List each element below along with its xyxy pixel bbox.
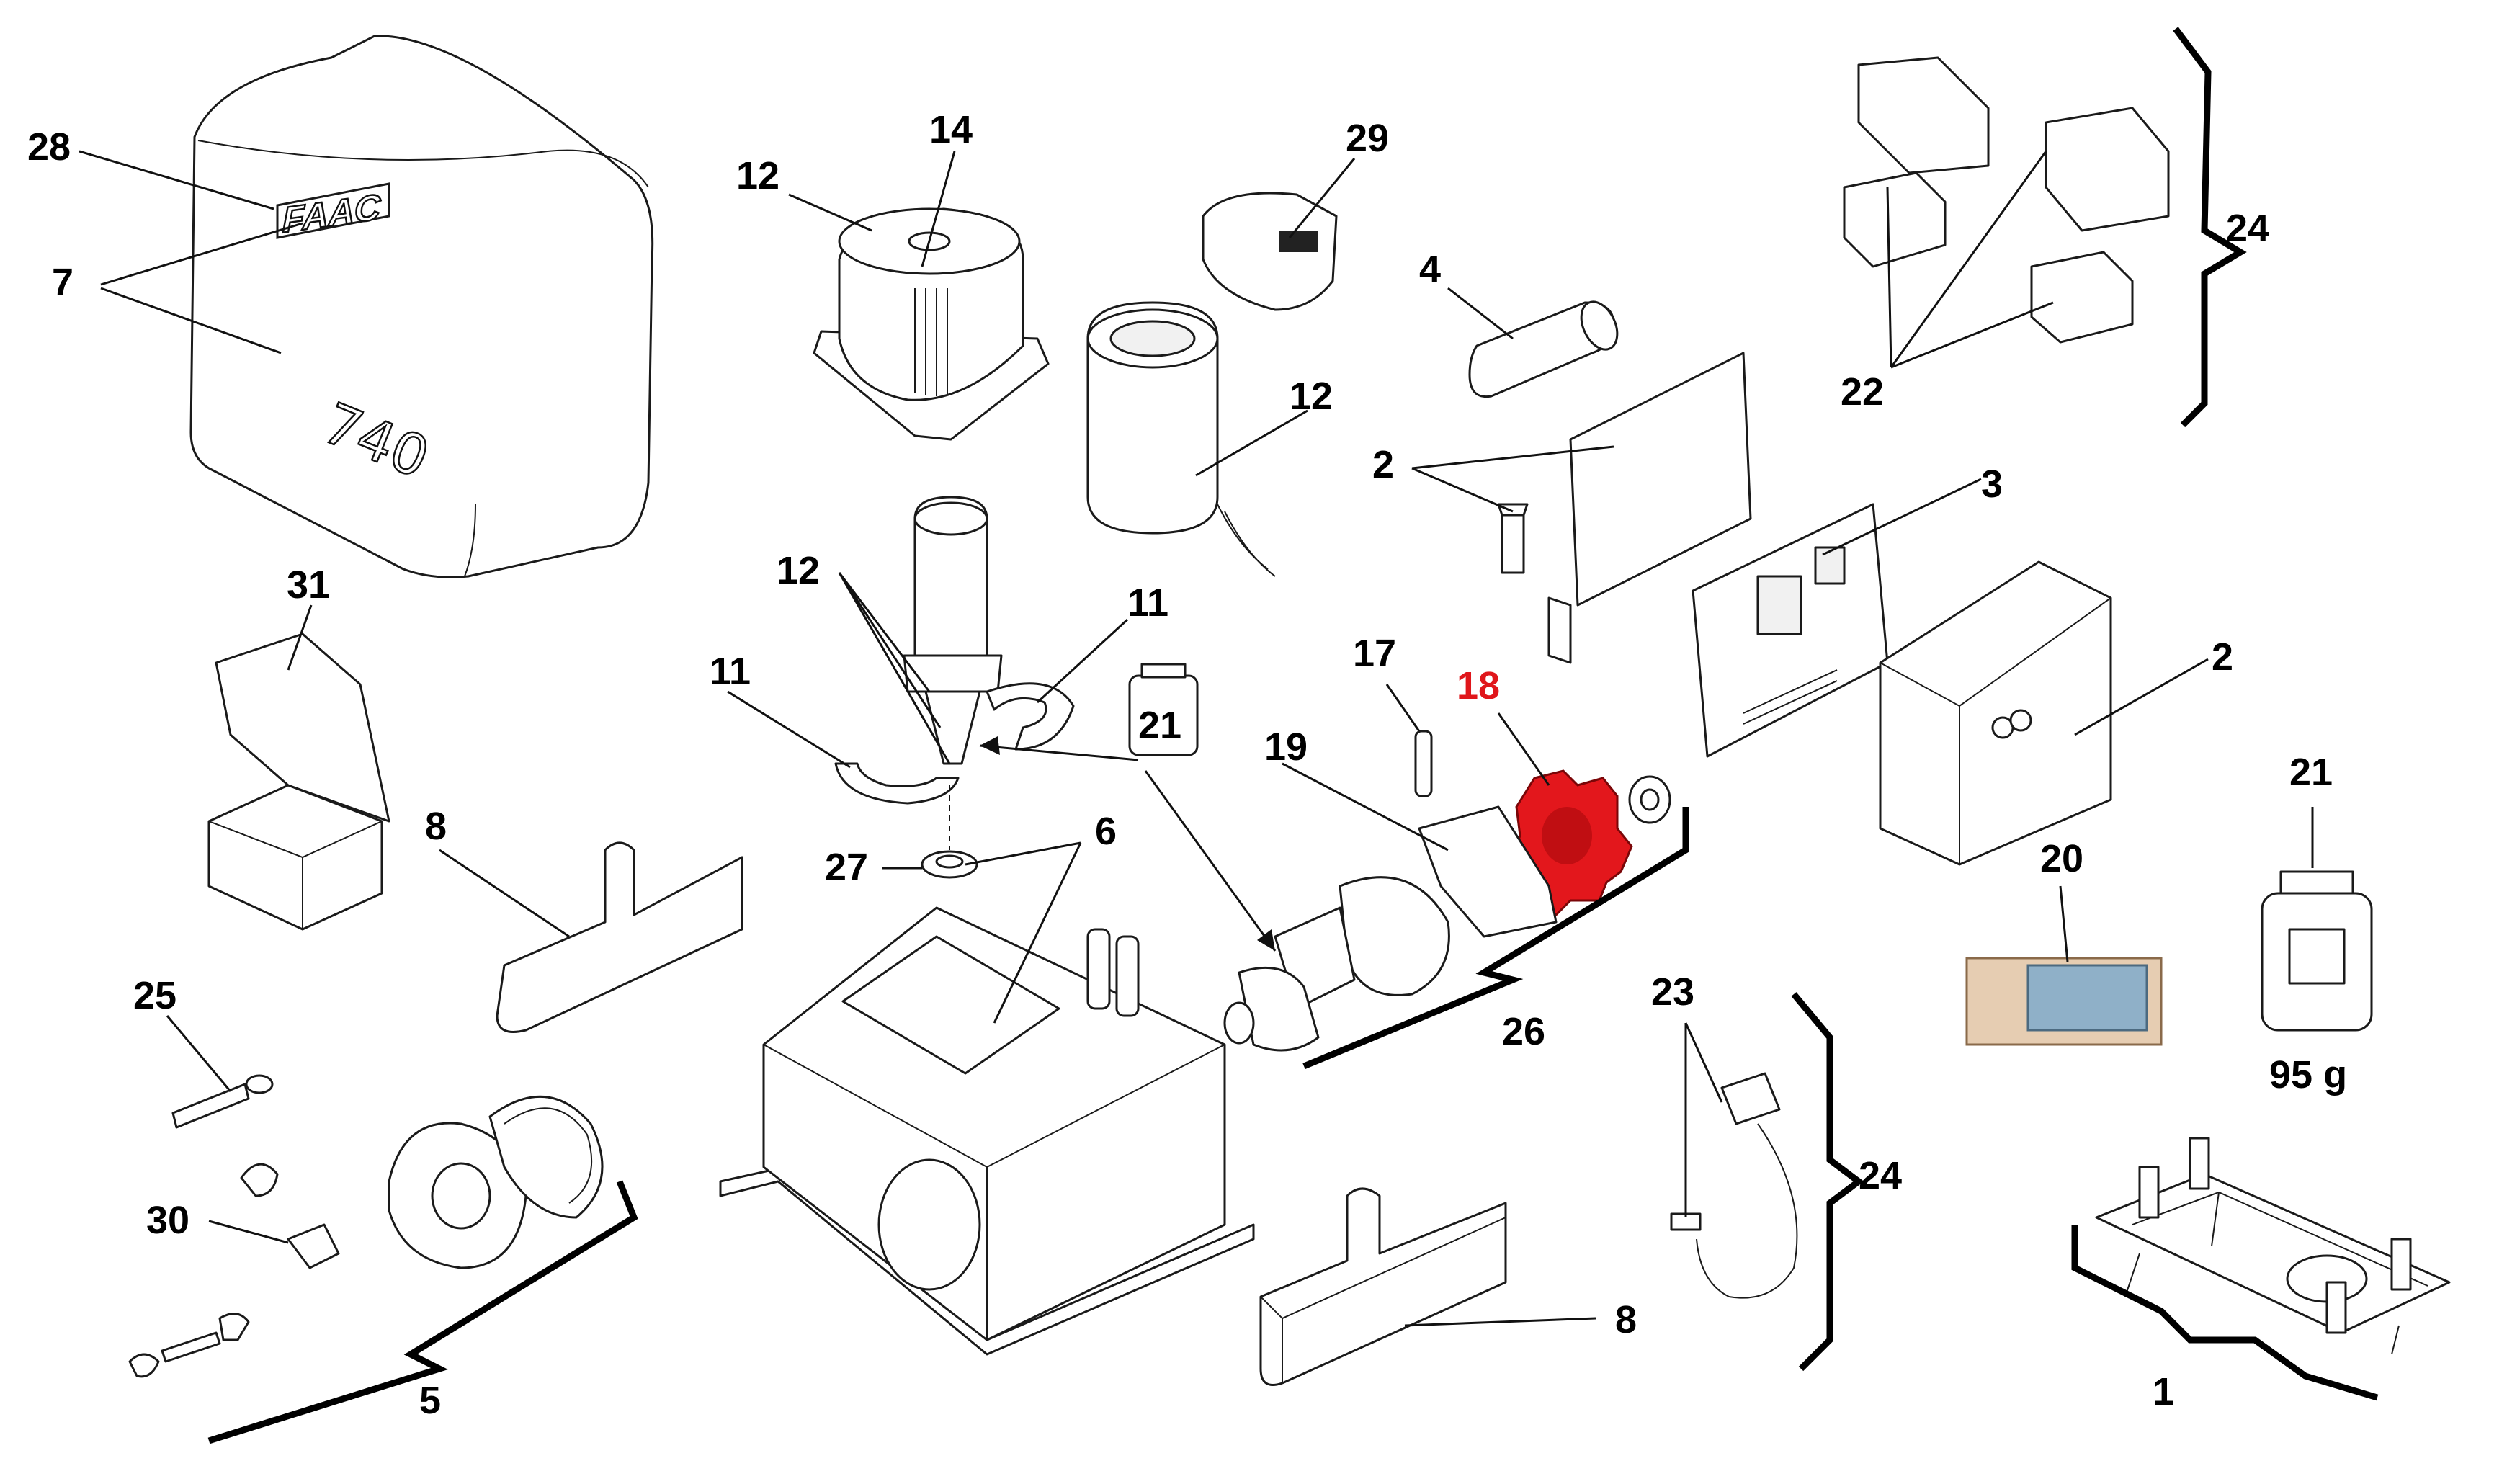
callout-26: 26 (1502, 1010, 1545, 1053)
callout-1: 1 (2153, 1370, 2174, 1413)
callout-21b: 21 (2289, 751, 2333, 794)
callout-5: 5 (419, 1379, 441, 1422)
base-housing-part-6[interactable] (719, 906, 1255, 1356)
circuit-board-part-3[interactable] (1692, 503, 1889, 758)
callout-6: 6 (1095, 810, 1117, 853)
brace-1 (2071, 1225, 2379, 1401)
grease-jar-icon (1128, 663, 1199, 756)
callout-12a: 12 (736, 154, 779, 197)
callout-8b: 8 (1615, 1298, 1637, 1341)
brace-24-lower (1791, 992, 1864, 1372)
lock-part-30[interactable] (128, 1163, 340, 1378)
foundation-plate-part-1[interactable] (2095, 1137, 2451, 1355)
callout-19: 19 (1264, 725, 1308, 769)
callout-weight: 95 g (2269, 1053, 2347, 1096)
washer-part-11b[interactable] (834, 762, 960, 805)
callout-12b: 12 (1290, 375, 1333, 418)
brace-26 (1302, 807, 1689, 1070)
callouts: 28 7 14 12 29 4 12 2 3 2 22 24 31 12 11 … (27, 108, 2347, 1422)
callout-2b: 2 (2212, 635, 2233, 679)
release-cover-part-8b[interactable] (1259, 1187, 1507, 1386)
callout-11b: 11 (710, 650, 751, 693)
motor-housing-part-12[interactable] (813, 207, 1050, 441)
callout-28: 28 (27, 125, 71, 169)
callout-22: 22 (1841, 370, 1884, 414)
transformer-box-part-2[interactable] (1879, 560, 2112, 866)
callout-12c: 12 (777, 549, 820, 592)
grease-pad-part-20[interactable] (1965, 957, 2163, 1046)
capacitor-part-4[interactable] (1468, 296, 1625, 398)
gear-spacer-part[interactable] (1628, 775, 1671, 824)
callout-24a: 24 (2226, 207, 2269, 250)
leader-lines (79, 150, 2314, 1327)
bearing-part-27[interactable] (921, 785, 978, 879)
brace-5 (207, 1180, 638, 1444)
brace-24-top (2173, 27, 2247, 428)
limit-switch-part-22[interactable] (1843, 56, 2170, 344)
shaft-part-19[interactable] (1223, 805, 1558, 1052)
cover-part-7[interactable] (189, 35, 654, 578)
callout-3: 3 (1981, 462, 2003, 506)
callout-7: 7 (52, 261, 73, 304)
callout-21a: 21 (1138, 704, 1181, 747)
callout-20: 20 (2040, 837, 2083, 880)
washer-part-11a[interactable] (986, 682, 1075, 751)
callout-24b: 24 (1859, 1154, 1902, 1197)
release-cover-part-8a[interactable] (496, 841, 743, 1033)
release-knob-part-5[interactable] (388, 1095, 604, 1269)
callout-27: 27 (825, 846, 868, 889)
callout-4: 4 (1419, 248, 1441, 291)
sensor-part-23[interactable] (1670, 1072, 1798, 1299)
callout-25: 25 (133, 974, 176, 1017)
control-box-bracket-part-2[interactable] (1497, 352, 1752, 664)
callout-30: 30 (146, 1199, 189, 1242)
box-part-31[interactable] (207, 633, 390, 931)
cap-part-29[interactable] (1202, 192, 1338, 311)
pin-part-17[interactable] (1414, 730, 1433, 797)
callout-31: 31 (287, 563, 330, 607)
grease-jar-part-21[interactable] (2261, 870, 2373, 1032)
rotor-part-12[interactable] (903, 496, 1003, 765)
callout-17: 17 (1353, 632, 1396, 675)
callout-23: 23 (1651, 970, 1694, 1014)
key-part-25[interactable] (171, 1074, 274, 1129)
callout-14: 14 (929, 108, 973, 151)
callout-18: 18 (1457, 664, 1500, 707)
callout-11a: 11 (1127, 581, 1168, 625)
callout-8a: 8 (425, 805, 447, 848)
callout-29: 29 (1346, 117, 1389, 160)
callout-2a: 2 (1372, 443, 1394, 486)
stator-part-12[interactable] (1086, 301, 1276, 577)
